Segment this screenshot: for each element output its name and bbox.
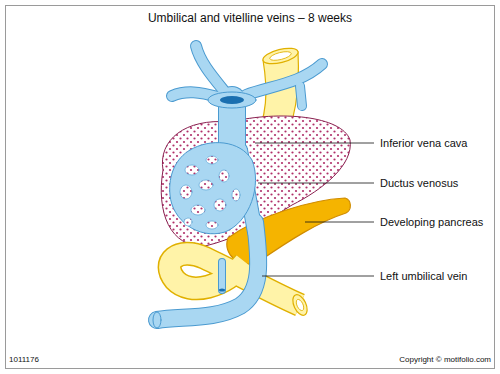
diagram-title: Umbilical and vitelline veins – 8 weeks bbox=[148, 11, 352, 25]
frame bbox=[6, 6, 495, 369]
vein-network bbox=[153, 46, 322, 328]
part-label: Inferior vena cava bbox=[380, 136, 467, 150]
part-label: Developing pancreas bbox=[380, 215, 483, 229]
copyright-note: Copyright © motifolio.com bbox=[399, 353, 491, 367]
part-label: Left umbilical vein bbox=[380, 269, 467, 283]
figure-id: 1011176 bbox=[9, 353, 39, 367]
leader-lines bbox=[255, 143, 374, 276]
part-label: Ductus venosus bbox=[380, 176, 458, 190]
